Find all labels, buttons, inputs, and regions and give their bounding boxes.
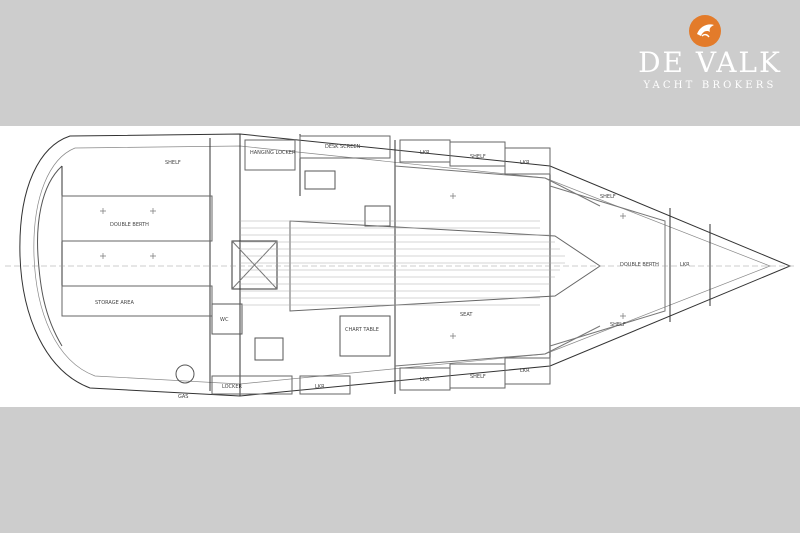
label-locker-5: LKR [315,384,325,390]
label-shelf-stbd: SHELF [470,374,486,380]
label-locker-2: LKR [520,160,530,166]
label-locker-1: LKR [420,150,430,156]
chart-table [339,315,391,357]
label-shelf-aft: SHELF [165,160,181,166]
label-chart-table: CHART TABLE [345,327,379,333]
brand-name: DE VALK [638,46,782,79]
saloon-table [289,220,601,312]
brand-tagline: YACHT BROKERS [643,80,777,91]
hull-inner-line [33,145,771,385]
label-hanging-locker: HANGING LOCKER [250,150,296,156]
label-locker-bow: LKR [680,262,690,268]
storage-area [61,285,213,317]
basin [254,337,284,361]
wc [211,303,243,335]
label-locker-4: LKR [520,368,530,374]
label-double-berth-aft: DOUBLE BERTH [110,222,149,228]
boat-layout-svg: SHELF HANGING LOCKER DESK SCREEN LKR SHE… [5,133,795,400]
hanging-locker [244,139,296,171]
label-shelf-fwd: SHELF [600,194,616,200]
label-desk-screen: DESK SCREEN [325,144,361,150]
label-gas: GAS [178,394,188,400]
label-locker-bottom: LOCKER [222,384,242,390]
settee-port [394,165,601,207]
label-wc: WC [220,317,229,323]
galley-sink [304,170,336,190]
label-locker-3: LKR [420,377,430,383]
double-berth-aft [61,195,213,242]
gas-locker [175,364,195,384]
companionway [231,240,278,290]
label-shelf-stbd-fwd: SHELF [610,322,626,328]
settee-starboard [394,325,601,367]
deck-plan-drawing: SHELF HANGING LOCKER DESK SCREEN LKR SHE… [0,126,800,407]
desk-screen [299,135,391,159]
label-shelf-port: SHELF [470,154,486,160]
label-storage-area: STORAGE AREA [95,300,134,306]
label-seat: SEAT [460,312,473,318]
hull-outline [19,133,792,397]
stern-cap [37,165,63,347]
stove [364,205,391,227]
header-band [0,0,800,126]
footer-band [0,407,800,533]
falcon-logo-icon [689,15,721,47]
label-double-berth-fwd: DOUBLE BERTH [620,262,659,268]
brand-logo[interactable]: DE VALK YACHT BROKERS [630,14,790,94]
